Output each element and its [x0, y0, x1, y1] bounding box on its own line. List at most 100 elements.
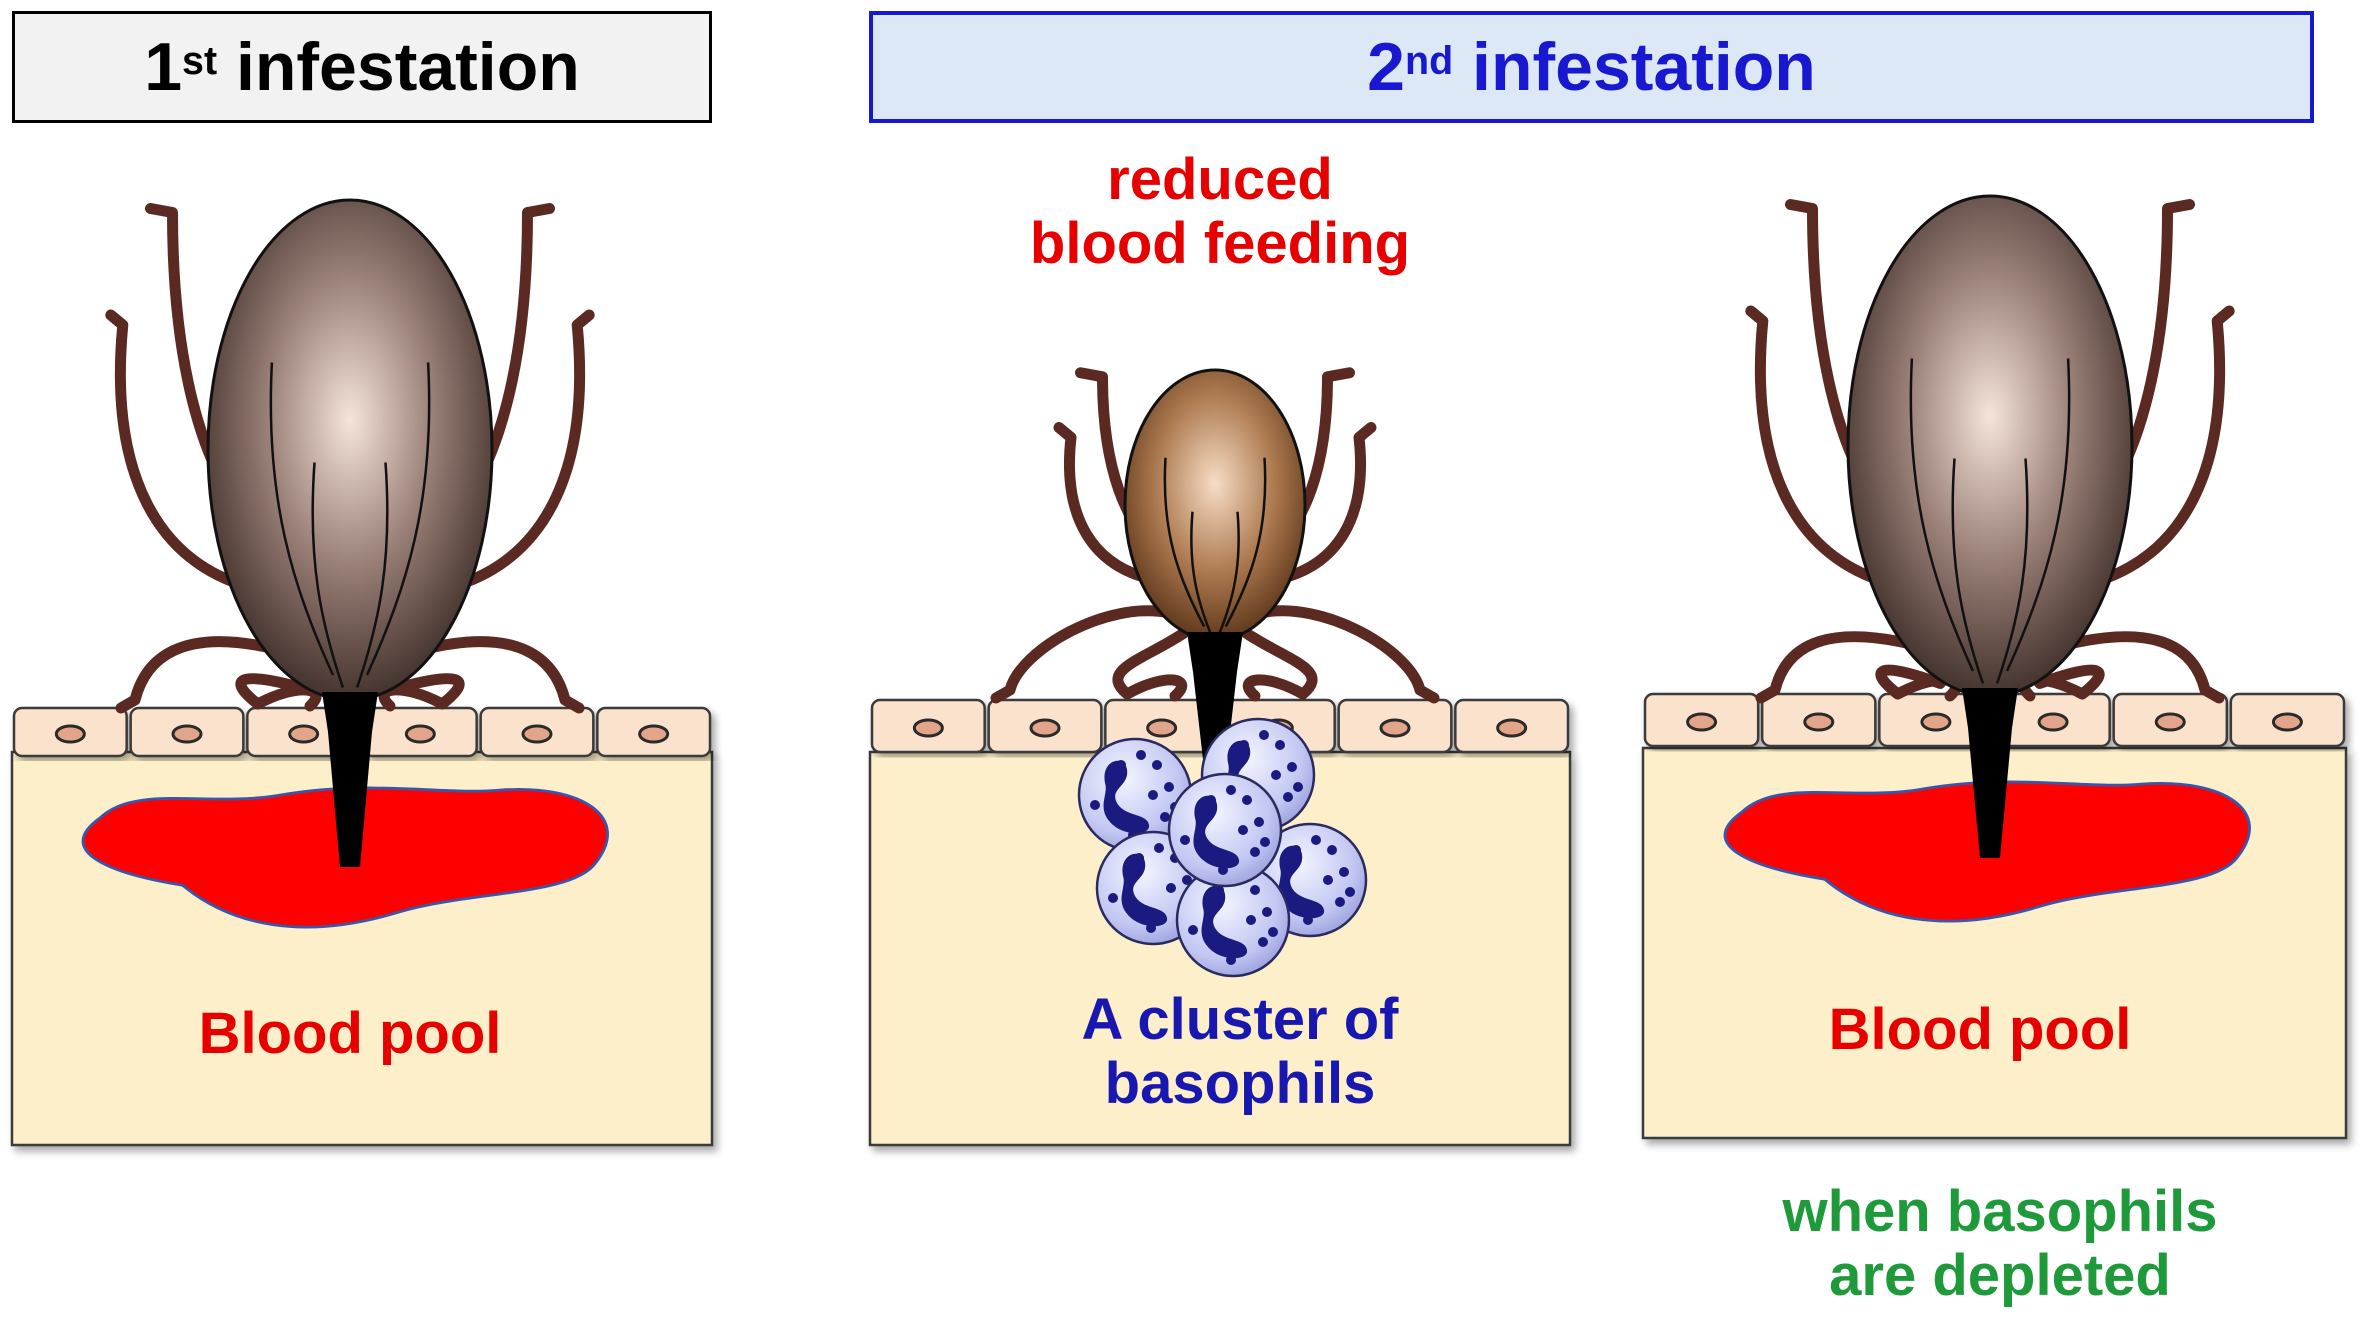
tick-leg [2055, 631, 2225, 704]
skin-cells-layer [12, 692, 2346, 758]
tick-leg [415, 636, 585, 714]
basophil-granule [1160, 812, 1170, 822]
cell-nucleus [1686, 712, 1718, 732]
basophil-granule [1164, 782, 1174, 792]
tick-scutum-line [2005, 358, 2071, 672]
header-second-text: infestation [1453, 29, 1816, 105]
tick-leg [443, 309, 595, 593]
blood-pool-label-right: Blood pool [1690, 998, 2270, 1062]
tick-hypostome [1962, 688, 2018, 858]
cell-nucleus [288, 724, 320, 744]
basophil-granule [1214, 885, 1224, 895]
tick-leg [1745, 305, 1897, 589]
blood-pool-label-right-text: Blood pool [1828, 997, 2132, 1062]
basophil-granule [1238, 825, 1248, 835]
basophil-granule [1250, 885, 1260, 895]
basophil-granule [1291, 845, 1301, 855]
cell-nucleus [404, 724, 436, 744]
tick-scutum-line [1951, 458, 1985, 684]
cell-nucleus [2037, 712, 2069, 732]
basophil-granule [1182, 875, 1192, 885]
tick-leg [2083, 305, 2235, 589]
cell-nucleus [1920, 712, 1952, 732]
tick-scutum-line [1163, 457, 1206, 628]
tick-icon [1846, 194, 2134, 858]
cell-nucleus [1496, 718, 1528, 738]
basophil-cluster-line1: A cluster of [1081, 987, 1399, 1052]
reduced-feeding-label: reduced blood feeding [920, 148, 1520, 276]
basophil-nucleus [1103, 760, 1150, 834]
tick-scutum-line [355, 462, 389, 688]
cell-nucleus [171, 724, 203, 744]
basophil-granule [1268, 927, 1278, 937]
header-second-number: 2 [1367, 29, 1405, 105]
tick-scutum-line [1909, 358, 1975, 672]
basophil-nucleus [1121, 853, 1168, 927]
basophil-granule [1154, 843, 1164, 853]
tick-leg [1254, 605, 1440, 704]
basophil-granule [1275, 740, 1285, 750]
basophil-cluster-line2: basophils [1104, 1051, 1376, 1116]
tick-icon [1123, 368, 1307, 777]
basophil-granule [1206, 795, 1216, 805]
basophil-granule [1136, 750, 1146, 760]
cell-nucleus [1146, 718, 1178, 738]
basophil-granule [1250, 847, 1260, 857]
basophil-icon [1167, 772, 1283, 888]
tick-body [1123, 368, 1307, 642]
cell-nucleus [54, 724, 86, 744]
basophil-granule [1090, 800, 1100, 810]
cell-nucleus [521, 724, 553, 744]
basophil-granule [1108, 893, 1118, 903]
header-first-number: 1 [144, 29, 183, 105]
basophil-granule [1327, 845, 1337, 855]
tick-leg [1755, 631, 1925, 704]
cell-nucleus [1379, 718, 1411, 738]
basophil-granule [1303, 915, 1313, 925]
tick-scutum-line [1190, 511, 1212, 634]
basophils-depleted-line2: are depleted [1829, 1243, 2171, 1308]
basophil-granule [1180, 835, 1190, 845]
basophil-granule [1293, 782, 1303, 792]
tick-scutum-line [1995, 458, 2029, 684]
basophil-granule [1152, 760, 1162, 770]
basophil-granule [1271, 770, 1281, 780]
basophil-granule [1242, 795, 1252, 805]
basophil-cluster-layer [1077, 717, 1368, 978]
reduced-feeding-line2: blood feeding [1029, 211, 1411, 276]
basophil-nucleus [1201, 885, 1248, 959]
tick-scutum-line [365, 362, 431, 676]
tick-scutum-line [311, 462, 345, 688]
basophil-membrane [1167, 772, 1283, 888]
tick-leg [1053, 422, 1158, 585]
tick-scutum-line [269, 362, 335, 676]
basophil-granule [1226, 785, 1236, 795]
basophil-granule [1345, 887, 1355, 897]
basophil-granule [1239, 740, 1249, 750]
basophil-granule [1246, 915, 1256, 925]
basophil-granule [1258, 937, 1268, 947]
basophil-granule [1335, 897, 1345, 907]
tick-body [1846, 194, 2134, 698]
tick-leg [1272, 422, 1377, 585]
basophil-granule [1218, 865, 1228, 875]
cell-nucleus [1803, 712, 1835, 732]
basophil-cluster-label: A cluster of basophils [940, 988, 1540, 1116]
tick-scutum-line [1218, 511, 1240, 634]
basophils-depleted-label: when basophils are depleted [1680, 1180, 2320, 1308]
cell-nucleus [638, 724, 670, 744]
basophil-granule [1188, 925, 1198, 935]
cell-nucleus [2154, 712, 2186, 732]
basophil-granule [1226, 955, 1236, 965]
tick-leg [1112, 627, 1189, 702]
tick-leg [1241, 627, 1318, 702]
tick-body [206, 198, 494, 702]
basophil-granule [1262, 907, 1272, 917]
basophil-granule [1259, 730, 1269, 740]
basophil-granule [1134, 853, 1144, 863]
reduced-feeding-line1: reduced [1107, 147, 1333, 212]
basophil-nucleus [1193, 795, 1240, 869]
